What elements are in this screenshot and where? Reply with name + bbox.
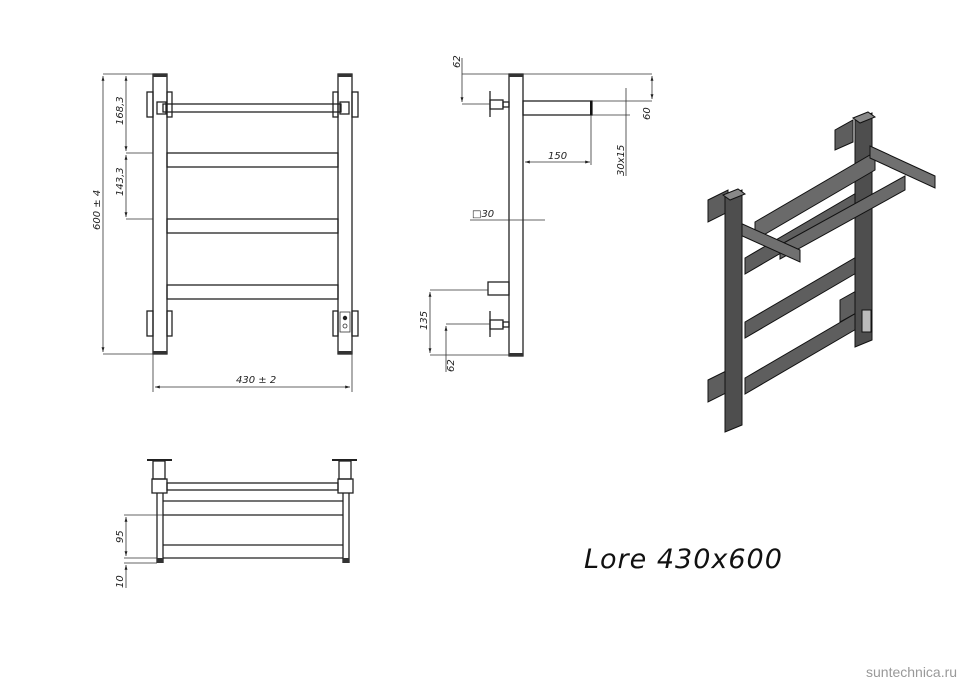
top-view xyxy=(124,459,357,588)
height-dim: 600 ± 4 xyxy=(92,190,103,230)
top-offset-dim: 168,3 xyxy=(115,96,126,125)
bottom-connection-dim: 135 xyxy=(419,311,430,330)
edge-offset-dim: 10 xyxy=(115,575,126,588)
isometric-view xyxy=(707,111,936,433)
watermark: suntechnica.ru xyxy=(866,664,958,680)
top-rail-spacing-dim: 95 xyxy=(115,530,126,543)
top-mount-dim: 62 xyxy=(452,55,463,68)
shelf-profile-dim: 30x15 xyxy=(616,145,627,176)
tube-profile-dim: □30 xyxy=(472,209,494,220)
width-dim: 430 ± 2 xyxy=(236,375,276,386)
product-title: Lore 430x600 xyxy=(584,544,783,575)
rail-spacing-dim: 143,3 xyxy=(115,167,126,196)
bottom-mount-dim: 62 xyxy=(446,359,457,372)
shelf-depth-dim: 150 xyxy=(548,151,567,162)
shelf-height-dim: 60 xyxy=(642,107,653,120)
side-view xyxy=(428,58,654,372)
front-view xyxy=(101,73,359,392)
